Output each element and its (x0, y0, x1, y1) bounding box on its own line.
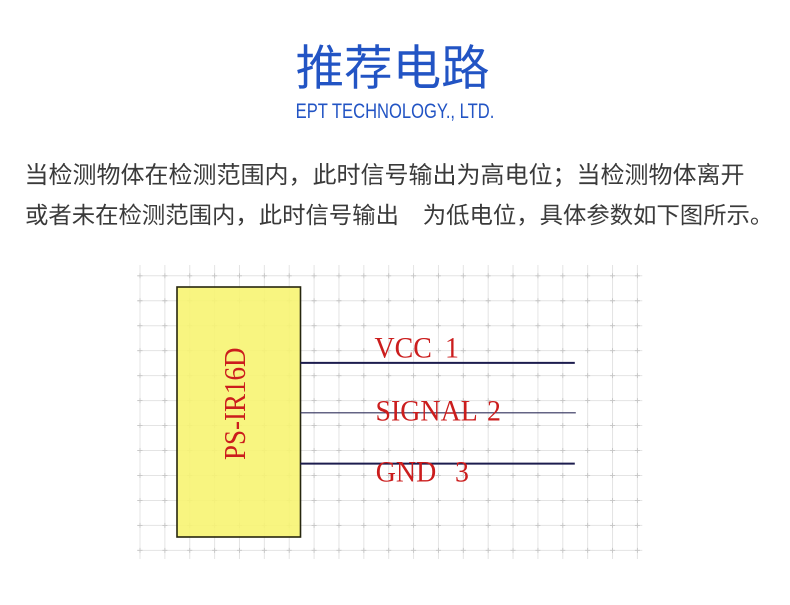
svg-text:SIGNAL: SIGNAL (376, 395, 478, 428)
svg-text:PS-IR16D: PS-IR16D (219, 348, 253, 460)
svg-text:2: 2 (487, 395, 501, 428)
svg-text:3: 3 (455, 455, 469, 488)
svg-text:VCC: VCC (375, 331, 432, 364)
svg-text:GND: GND (376, 455, 436, 488)
svg-text:EPT TECHNOLOGY., LTD.: EPT TECHNOLOGY., LTD. (296, 100, 495, 123)
svg-text:1: 1 (445, 331, 459, 364)
